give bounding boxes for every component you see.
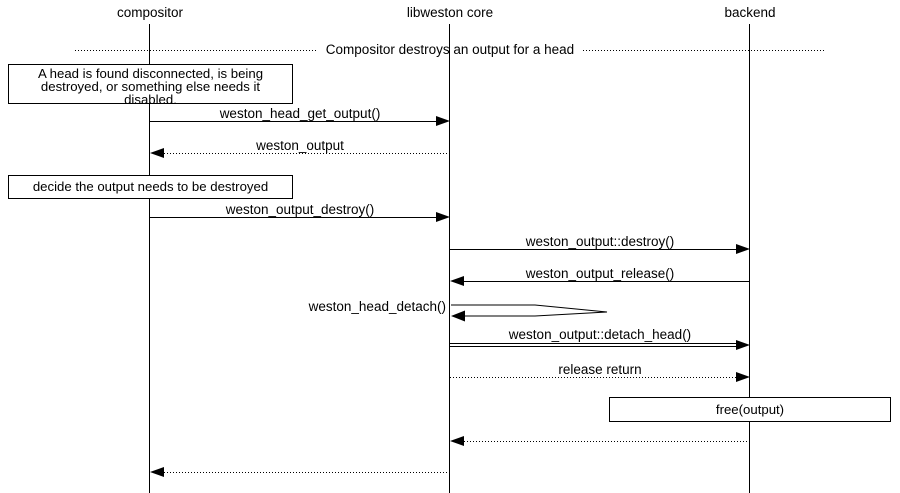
message-9-line — [464, 441, 750, 442]
title-divider-right — [583, 50, 825, 51]
note-decide-destroy: decide the output needs to be destroyed — [8, 175, 293, 199]
message-3-line — [150, 217, 437, 218]
message-1-label: weston_head_get_output() — [219, 106, 381, 121]
actor-label-compositor: compositor — [116, 5, 184, 20]
title-divider-left — [75, 50, 317, 51]
message-6-label: weston_head_detach() — [308, 299, 446, 314]
message-2-label: weston_output — [256, 138, 344, 153]
lifeline-backend — [749, 24, 750, 493]
diagram-title: Compositor destroys an output for a head — [325, 42, 575, 57]
message-1-line — [150, 121, 437, 122]
message-8-line — [450, 377, 737, 378]
arrowhead-left-icon — [150, 467, 164, 477]
lifeline-compositor — [149, 24, 150, 493]
note-line: destroyed, or something else needs it — [40, 79, 261, 94]
arrowhead-right-icon — [736, 244, 750, 254]
arrowhead-right-icon — [736, 372, 750, 382]
arrowhead-right-icon — [736, 340, 750, 350]
note-head-disconnected: A head is found disconnected, is being d… — [8, 64, 293, 107]
note-line: disabled. — [124, 92, 177, 107]
arrowhead-left-icon — [150, 148, 164, 158]
message-4-line — [450, 249, 737, 250]
actor-label-libweston-core: libweston core — [406, 5, 494, 20]
arrowhead-left-icon — [450, 436, 464, 446]
actor-label-backend: backend — [724, 5, 776, 20]
message-7-label: weston_output::detach_head() — [508, 327, 692, 342]
arrowhead-left-icon — [450, 276, 464, 286]
note-free-output: free(output) — [609, 397, 891, 422]
lifeline-libweston-core — [449, 24, 450, 493]
self-message-loop-icon — [451, 304, 608, 322]
message-5-line — [464, 281, 750, 282]
message-8-label: release return — [558, 362, 642, 377]
message-3-label: weston_output_destroy() — [225, 202, 375, 217]
message-2-line — [164, 153, 450, 154]
message-5-label: weston_output_release() — [525, 266, 675, 281]
message-7-line — [450, 343, 737, 347]
message-4-label: weston_output::destroy() — [525, 234, 675, 249]
message-10-line — [164, 472, 450, 473]
arrowhead-right-icon — [436, 212, 450, 222]
arrowhead-right-icon — [436, 116, 450, 126]
note-line: A head is found disconnected, is being — [37, 66, 264, 81]
